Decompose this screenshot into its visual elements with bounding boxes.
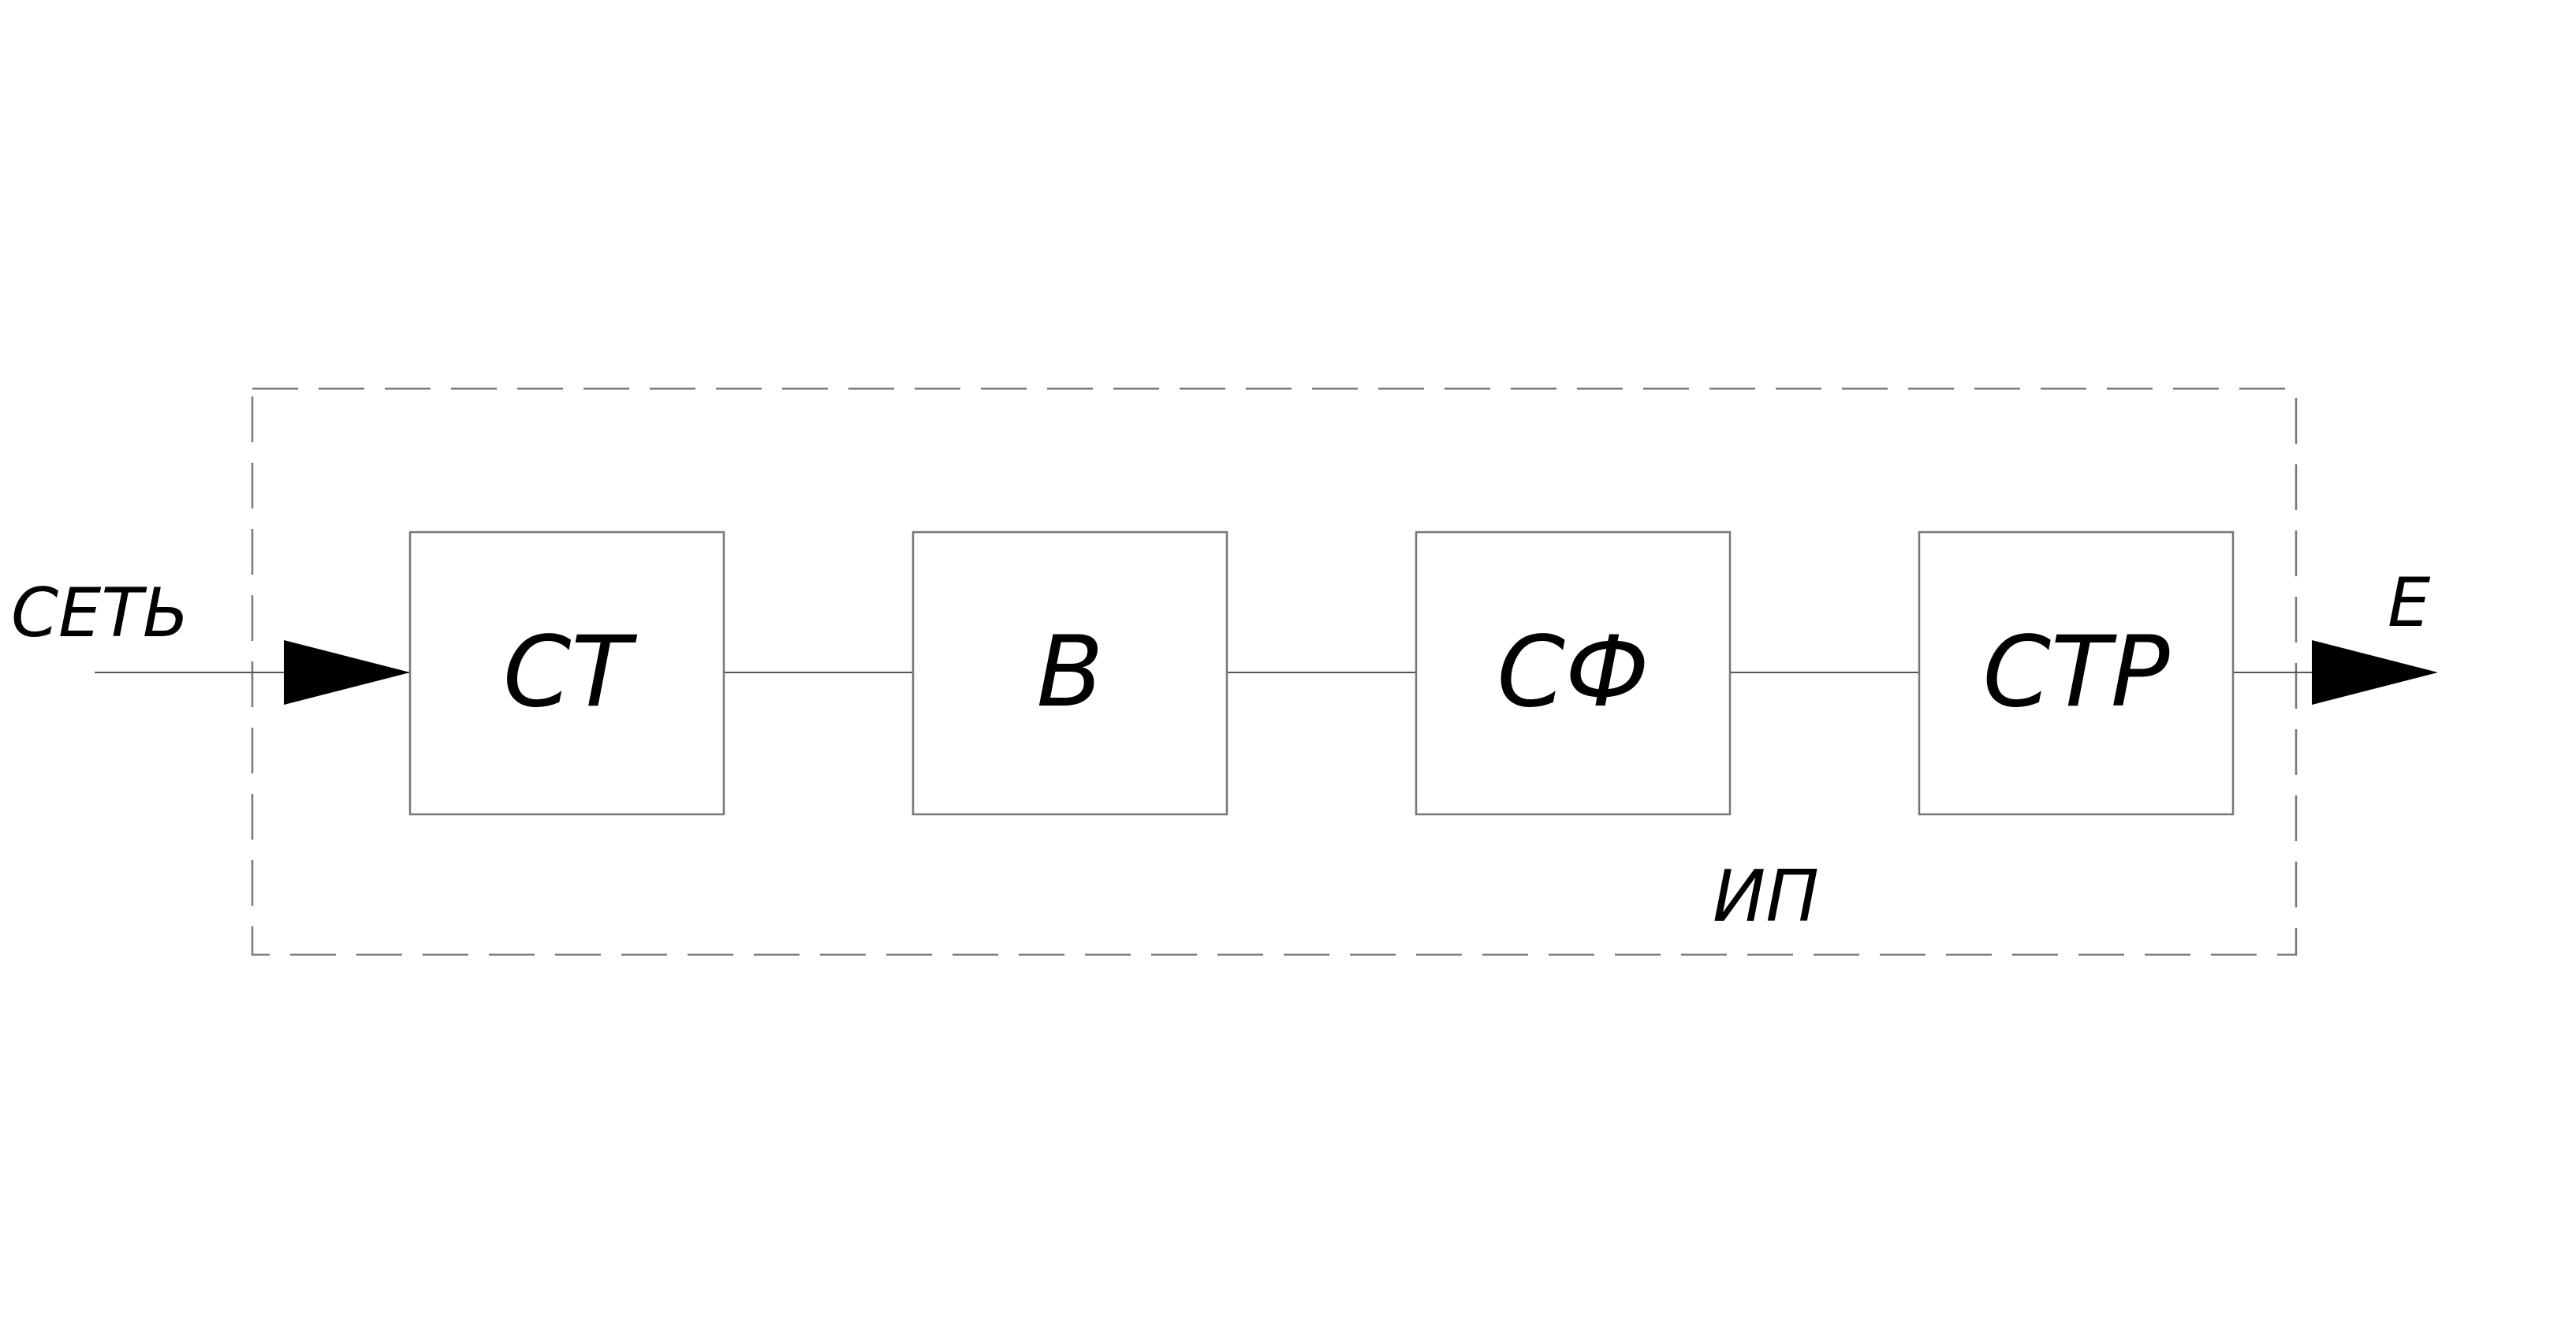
block-v-label: В: [1036, 616, 1103, 729]
block-st: СТ: [408, 531, 725, 816]
output-arrow-icon: [2312, 640, 2438, 705]
block-str-label: СТР: [1982, 616, 2169, 729]
block-sf: СФ: [1415, 531, 1732, 816]
input-arrow-icon: [284, 640, 410, 705]
input-label: СЕТЬ: [11, 574, 189, 653]
output-label: Е: [2388, 564, 2431, 642]
group-label: ИП: [1713, 855, 1819, 938]
block-str: СТР: [1918, 531, 2235, 816]
block-v: В: [911, 531, 1228, 816]
block-st-label: СТ: [503, 616, 638, 729]
block-sf-label: СФ: [1497, 616, 1649, 729]
